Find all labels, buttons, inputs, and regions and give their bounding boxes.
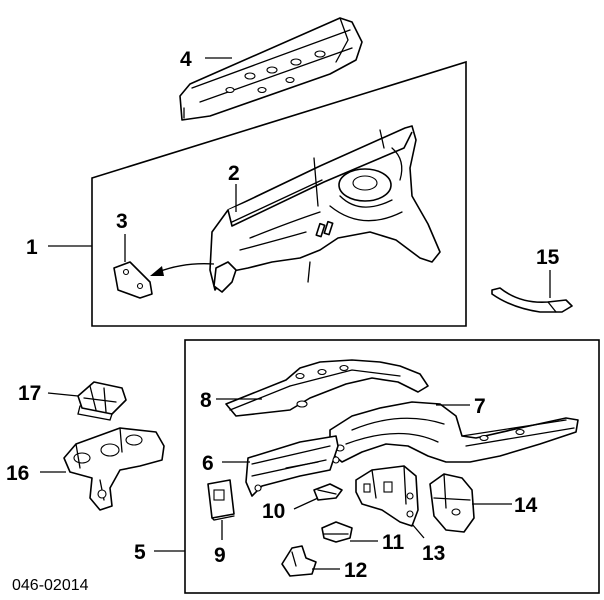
part-6-lower-rail[interactable] <box>245 435 340 497</box>
part-12-clip[interactable] <box>281 545 317 577</box>
part-9-plate[interactable] <box>207 479 235 521</box>
part-14-bracket[interactable] <box>429 473 475 533</box>
callout-11: 11 <box>382 531 405 554</box>
drawing-code: 046-02014 <box>12 577 89 594</box>
part-4-upper-rail[interactable] <box>179 17 363 121</box>
part-7-wheelhouse[interactable] <box>329 401 579 463</box>
callout-2: 2 <box>228 162 240 185</box>
callout-15: 15 <box>536 246 560 269</box>
part-1-apron-assembly[interactable] <box>209 125 441 293</box>
leader-17 <box>47 392 79 397</box>
callout-7: 7 <box>474 395 486 418</box>
callout-9: 9 <box>214 544 226 567</box>
callout-14: 14 <box>514 494 538 517</box>
callout-17: 17 <box>18 382 41 405</box>
group-1-frame <box>91 60 467 327</box>
callout-3: 3 <box>116 210 128 233</box>
callout-10: 10 <box>262 500 285 523</box>
part-15-strip[interactable] <box>491 287 573 313</box>
callout-13: 13 <box>422 542 445 565</box>
leader-10 <box>293 497 319 510</box>
callout-5: 5 <box>134 541 146 564</box>
part-16-support[interactable] <box>63 427 165 511</box>
callout-12: 12 <box>344 559 367 582</box>
part-10-clip[interactable] <box>313 483 343 501</box>
callout-8: 8 <box>200 389 212 412</box>
part-17-bracket[interactable] <box>77 381 127 421</box>
callout-1: 1 <box>26 236 38 259</box>
callout-6: 6 <box>202 452 214 475</box>
callout-16: 16 <box>6 462 29 485</box>
part-8-reinforcement[interactable] <box>225 359 429 417</box>
group-5-frame <box>184 339 600 594</box>
part-13-bracket[interactable] <box>355 465 419 527</box>
callout-4: 4 <box>180 48 192 71</box>
part-3-bracket[interactable] <box>113 261 153 299</box>
leader-13 <box>411 523 425 539</box>
part-11-block[interactable] <box>321 521 353 543</box>
arrow-3-to-assembly <box>150 263 215 276</box>
